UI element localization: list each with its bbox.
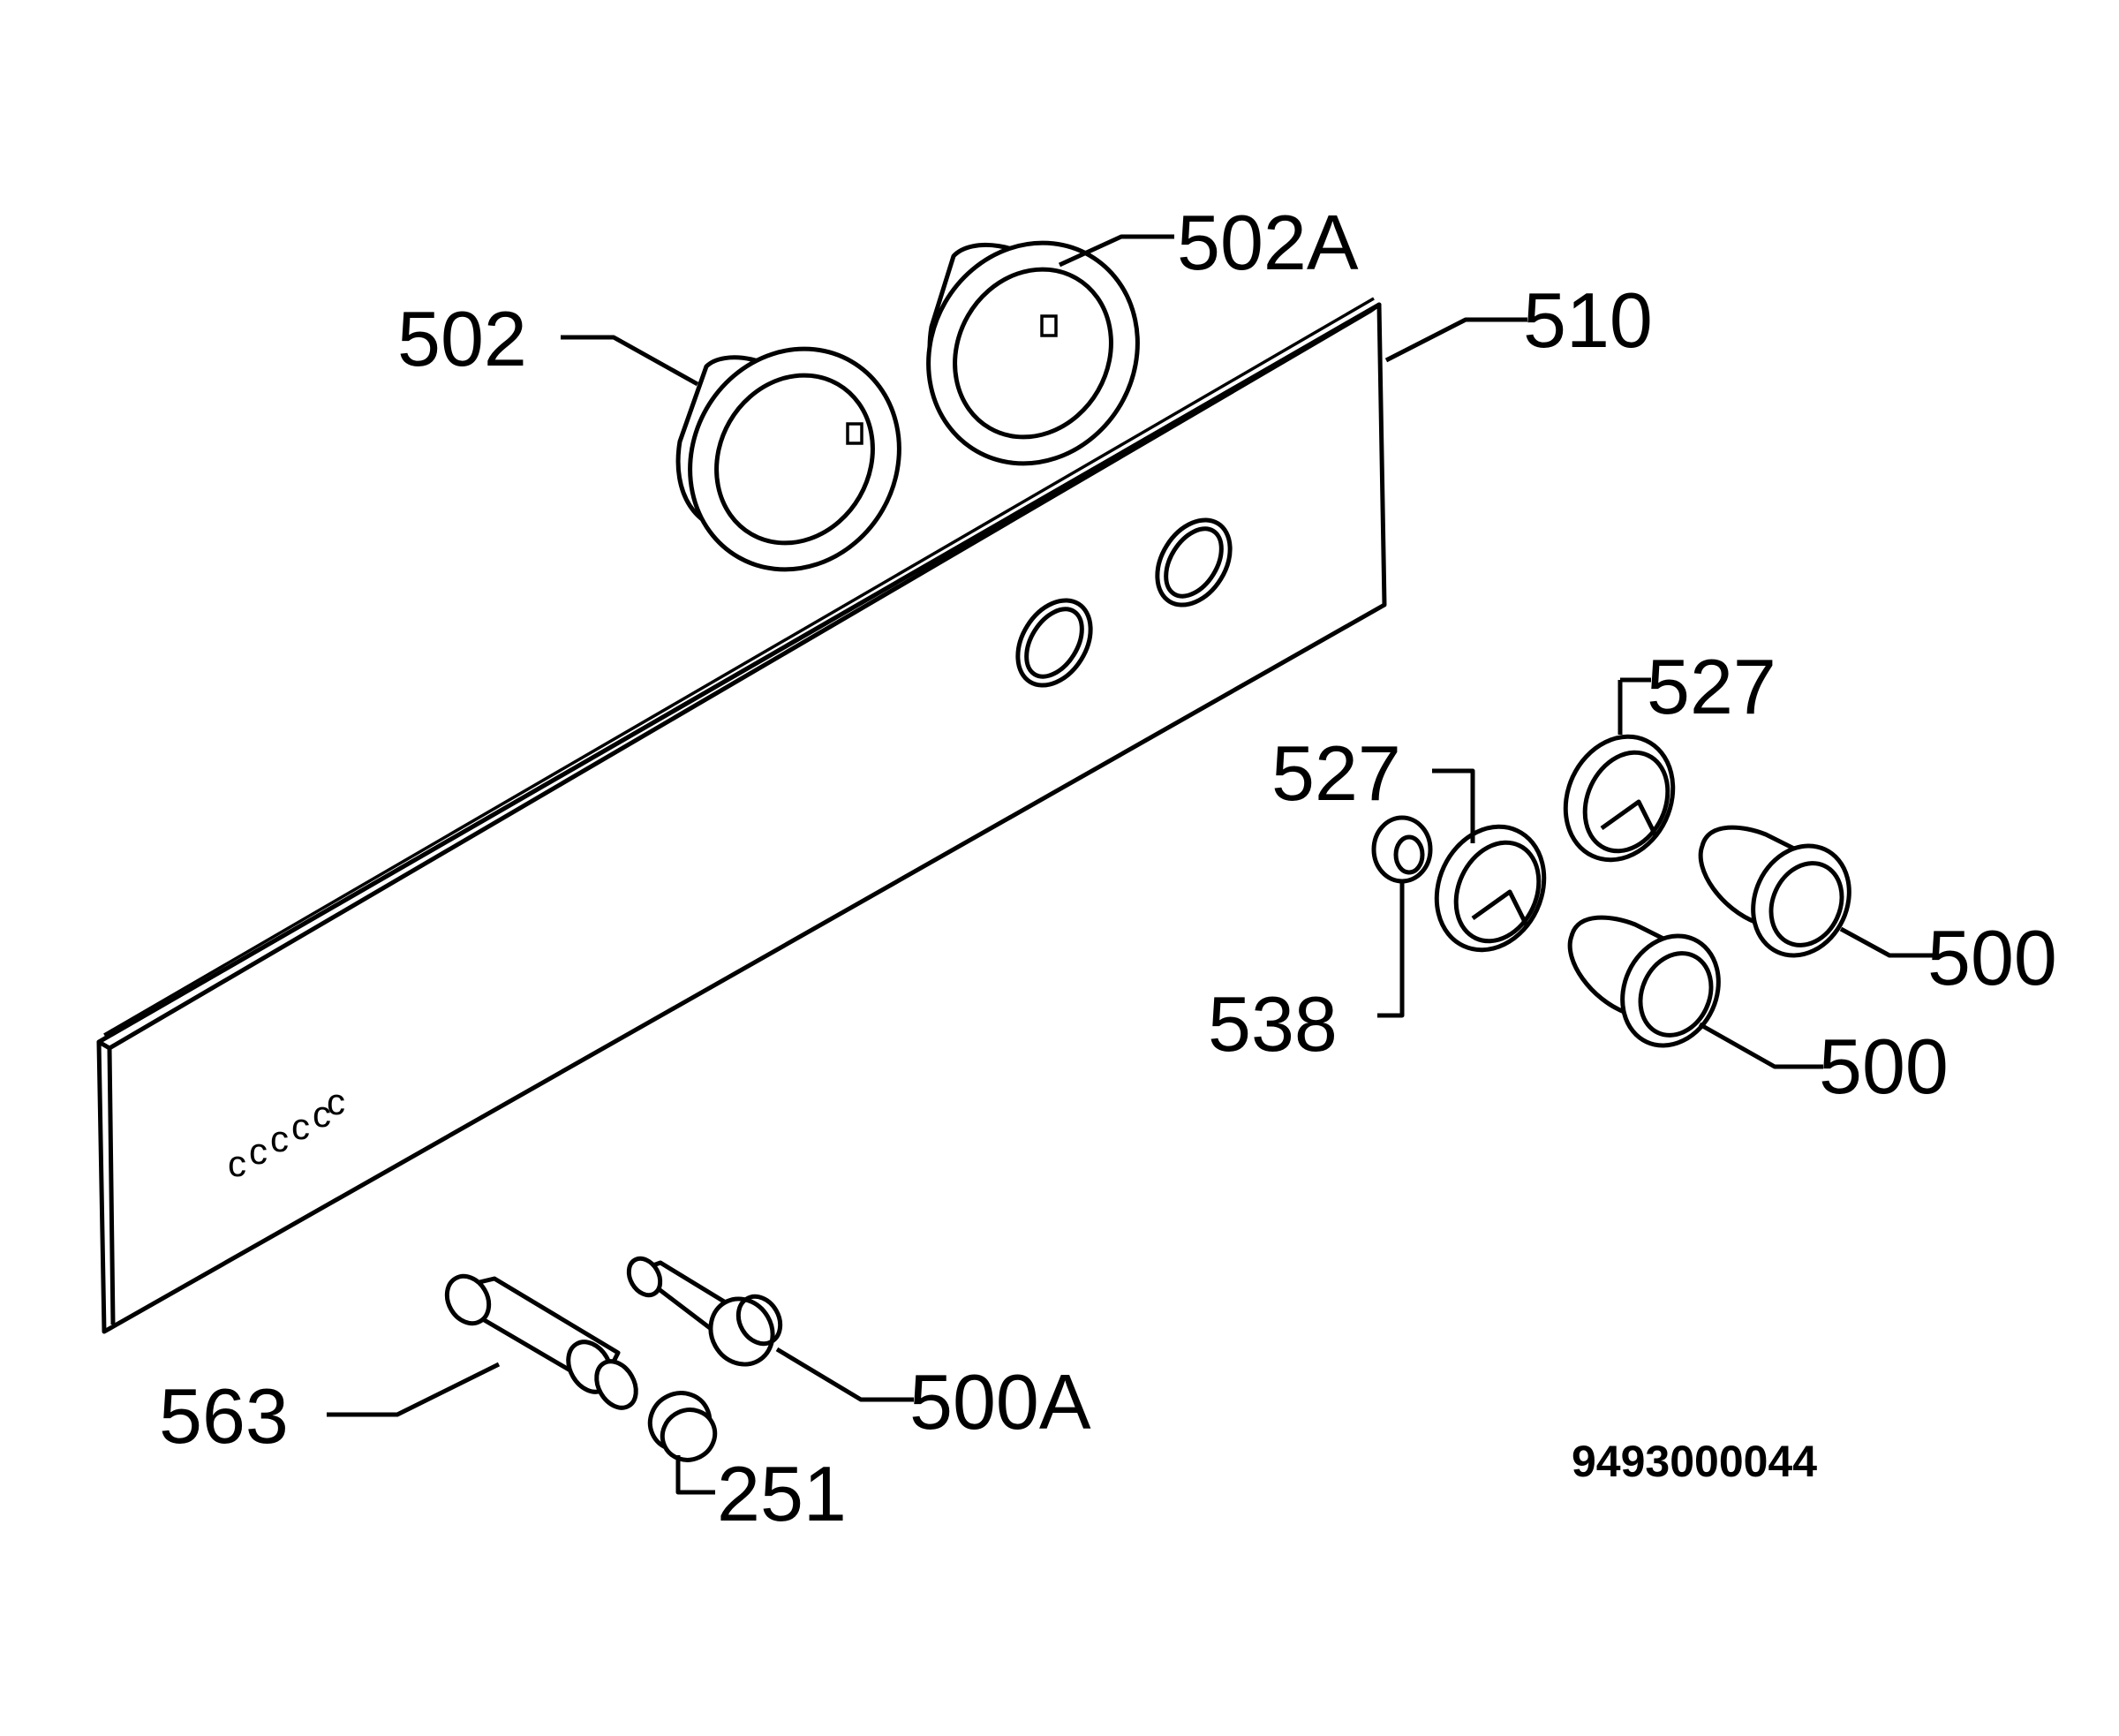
svg-text:c: c [327,1081,345,1122]
label-527-left: 527 [1271,729,1401,817]
svg-text:c: c [291,1106,310,1147]
label-502a: 502A [1177,199,1359,286]
svg-text:c: c [228,1143,246,1184]
label-563: 563 [159,1372,289,1460]
retaining-ring-icon [1434,824,1547,953]
label-510: 510 [1523,276,1653,364]
label-500-upper: 500 [1927,914,2057,1001]
extension-shaft-icon [444,1273,638,1410]
screw-icon [647,1391,718,1462]
indicator-marks: c c c c c c [228,1081,345,1184]
control-knob-icon [1698,825,1851,958]
extension-shaft-icon [626,1256,783,1367]
spacer-icon [1371,815,1433,884]
label-251: 251 [717,1450,847,1537]
svg-text:c: c [313,1093,331,1135]
svg-text:c: c [270,1118,289,1159]
label-538: 538 [1208,980,1338,1068]
label-500-lower: 500 [1819,1023,1949,1110]
knob-bezel-icon [675,346,901,572]
svg-text:c: c [249,1130,268,1172]
drawing-number: 9493000044 [1572,1437,1817,1486]
leader-lines [327,234,1934,1495]
retaining-ring-icon [1563,734,1676,863]
control-knob-icon [1567,915,1721,1048]
label-500a: 500A [909,1358,1091,1445]
control-panel-icon: c c c c c c [96,297,1387,1334]
label-502: 502 [397,295,527,382]
knob-bezel-icon [926,240,1140,466]
label-527-right: 527 [1647,643,1776,730]
